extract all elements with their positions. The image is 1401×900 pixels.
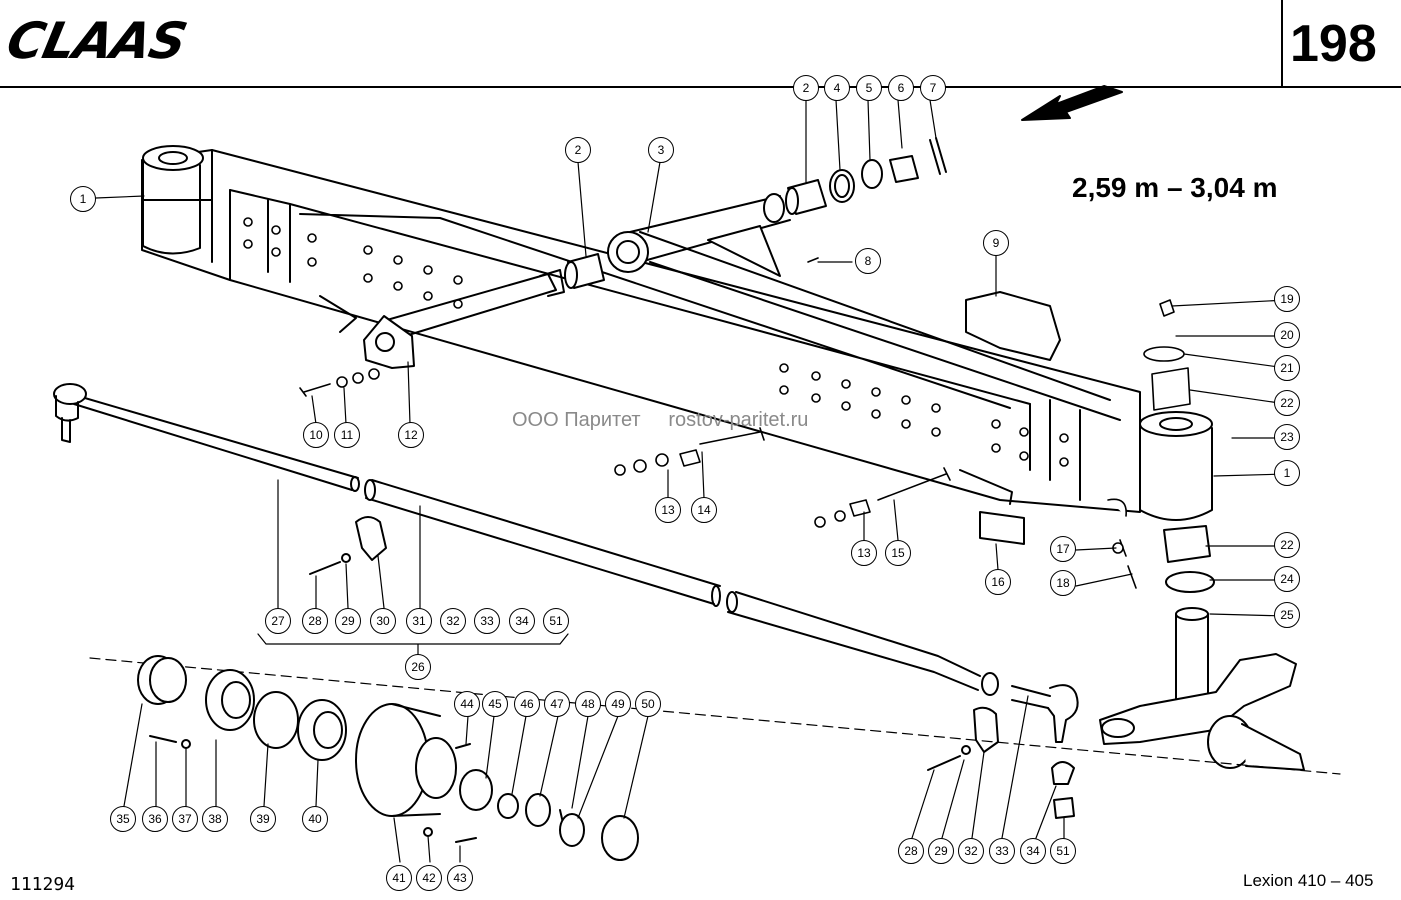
callout-part-1: 1 [70,186,96,212]
callout-part-28: 28 [302,608,328,634]
callout-part-1: 1 [1274,460,1300,486]
callout-part-17: 17 [1050,536,1076,562]
callout-part-35: 35 [110,806,136,832]
callout-part-38: 38 [202,806,228,832]
callout-part-40: 40 [302,806,328,832]
callout-part-33: 33 [474,608,500,634]
callout-part-24: 24 [1274,566,1300,592]
model-label: Lexion 410 – 405 [1243,871,1374,890]
direction-arrow [1021,85,1123,121]
callout-part-2: 2 [565,137,591,163]
callout-part-3: 3 [648,137,674,163]
document-number: 111294 [10,874,76,895]
callout-part-33: 33 [989,838,1015,864]
callout-part-50: 50 [635,691,661,717]
small-plate [979,511,1025,545]
callout-part-18: 18 [1050,570,1076,596]
callout-part-23: 23 [1274,424,1300,450]
callout-part-39: 39 [250,806,276,832]
bushings [564,137,947,289]
callout-part-29: 29 [335,608,361,634]
bolt-hole-pattern [243,217,1069,467]
page-number: 198 [1290,15,1377,73]
callout-part-31: 31 [406,608,432,634]
pad-plate [965,291,1061,361]
callout-part-4: 4 [824,75,850,101]
callout-part-14: 14 [691,497,717,523]
callout-part-10: 10 [303,422,329,448]
callout-part-13: 13 [851,540,877,566]
width-range-label: 2,59 m – 3,04 m [1072,172,1278,203]
callout-part-49: 49 [605,691,631,717]
callout-part-51: 51 [1050,838,1076,864]
header-divider [1281,0,1283,88]
wheel-hub-assembly [89,655,1341,861]
axle-beam [141,149,1141,513]
callout-part-20: 20 [1274,322,1300,348]
callout-part-21: 21 [1274,355,1300,381]
callout-part-28: 28 [898,838,924,864]
callout-part-45: 45 [482,691,508,717]
callout-part-7: 7 [920,75,946,101]
callout-part-25: 25 [1274,602,1300,628]
callout-part-34: 34 [1020,838,1046,864]
callout-part-42: 42 [416,865,442,891]
callout-part-22: 22 [1274,390,1300,416]
callout-part-44: 44 [454,691,480,717]
callout-part-37: 37 [172,806,198,832]
callout-part-6: 6 [888,75,914,101]
right-pivot-housing [1139,411,1213,521]
callout-part-32: 32 [440,608,466,634]
callout-part-47: 47 [544,691,570,717]
callout-part-29: 29 [928,838,954,864]
callout-part-9: 9 [983,230,1009,256]
callout-part-13: 13 [655,497,681,523]
callout-part-46: 46 [514,691,540,717]
callout-part-34: 34 [509,608,535,634]
callout-part-2: 2 [793,75,819,101]
callout-part-36: 36 [142,806,168,832]
callout-part-22: 22 [1274,532,1300,558]
steering-knuckle [1099,525,1305,771]
callout-part-32: 32 [958,838,984,864]
pivot-pin-bracket [363,269,565,369]
callout-part-8: 8 [855,248,881,274]
triangle-tube [607,193,1121,421]
callout-part-27: 27 [265,608,291,634]
left-beam-end [142,145,204,255]
callout-part-30: 30 [370,608,396,634]
callout-part-26: 26 [405,654,431,680]
callout-part-41: 41 [386,865,412,891]
callout-part-15: 15 [885,540,911,566]
callout-part-16: 16 [985,569,1011,595]
tie-rod [53,383,1079,819]
callout-part-11: 11 [334,422,360,448]
callout-part-12: 12 [398,422,424,448]
callout-part-43: 43 [447,865,473,891]
callout-part-19: 19 [1274,286,1300,312]
callout-part-48: 48 [575,691,601,717]
callout-part-51: 51 [543,608,569,634]
callout-part-5: 5 [856,75,882,101]
watermark: ООО Паритет rostov-paritet.ru [512,409,809,431]
leader-lines [95,99,1287,863]
fasteners [299,257,1191,589]
header-rule [0,86,1401,88]
